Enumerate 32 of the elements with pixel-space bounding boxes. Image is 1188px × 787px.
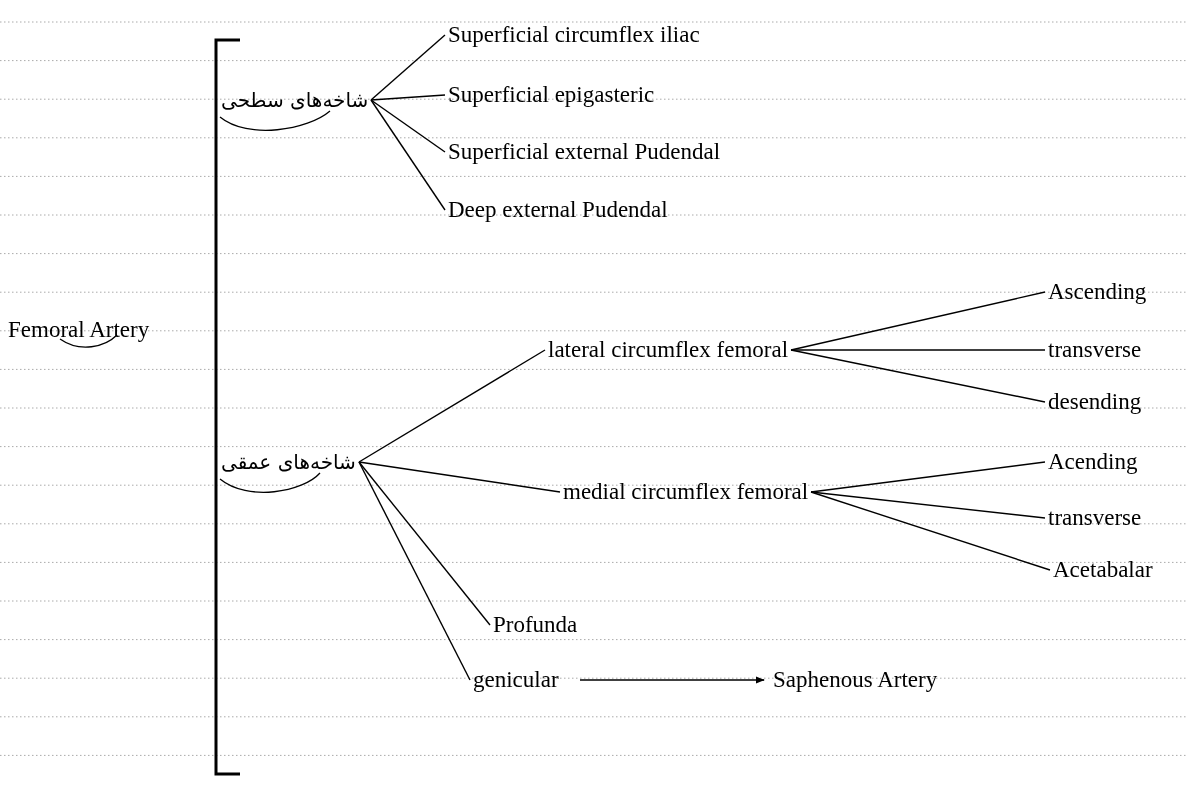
branch-label: transverse xyxy=(1045,335,1145,365)
branch-line xyxy=(370,94,446,101)
branch-line xyxy=(358,461,471,681)
branch-label: Profunda xyxy=(490,610,581,640)
branch-line xyxy=(790,349,1046,351)
branch-line xyxy=(370,99,446,153)
branch-label: Superficial external Pudendal xyxy=(445,137,724,167)
root-label: Femoral Artery xyxy=(5,315,153,345)
branch-label: شاخه‌های سطحی xyxy=(218,85,372,115)
branch-label: شاخه‌های عمقی xyxy=(218,447,359,477)
branch-line xyxy=(358,349,546,463)
branch-label: transverse xyxy=(1045,503,1145,533)
branch-line xyxy=(370,99,446,211)
branch-line xyxy=(358,461,561,493)
branch-label: Saphenous Artery xyxy=(770,665,941,695)
branch-line xyxy=(810,491,1051,571)
branch-line xyxy=(790,349,1046,403)
branch-label: medial circumflex femoral xyxy=(560,477,812,507)
branch-label: desending xyxy=(1045,387,1145,417)
branch-label: Superficial circumflex iliac xyxy=(445,20,703,50)
branch-label: Ascending xyxy=(1045,277,1150,307)
branch-label: Deep external Pudendal xyxy=(445,195,671,225)
branch-line xyxy=(810,461,1046,493)
branch-label: genicular xyxy=(470,665,562,695)
branch-line xyxy=(358,461,491,626)
branch-label: Superficial epigasteric xyxy=(445,80,658,110)
branch-label: Acending xyxy=(1045,447,1141,477)
branch-label: Acetabalar xyxy=(1050,555,1156,585)
arrow xyxy=(579,676,765,684)
branch-label: lateral circumflex femoral xyxy=(545,335,792,365)
branch-line xyxy=(810,491,1046,519)
branch-line xyxy=(370,34,446,101)
